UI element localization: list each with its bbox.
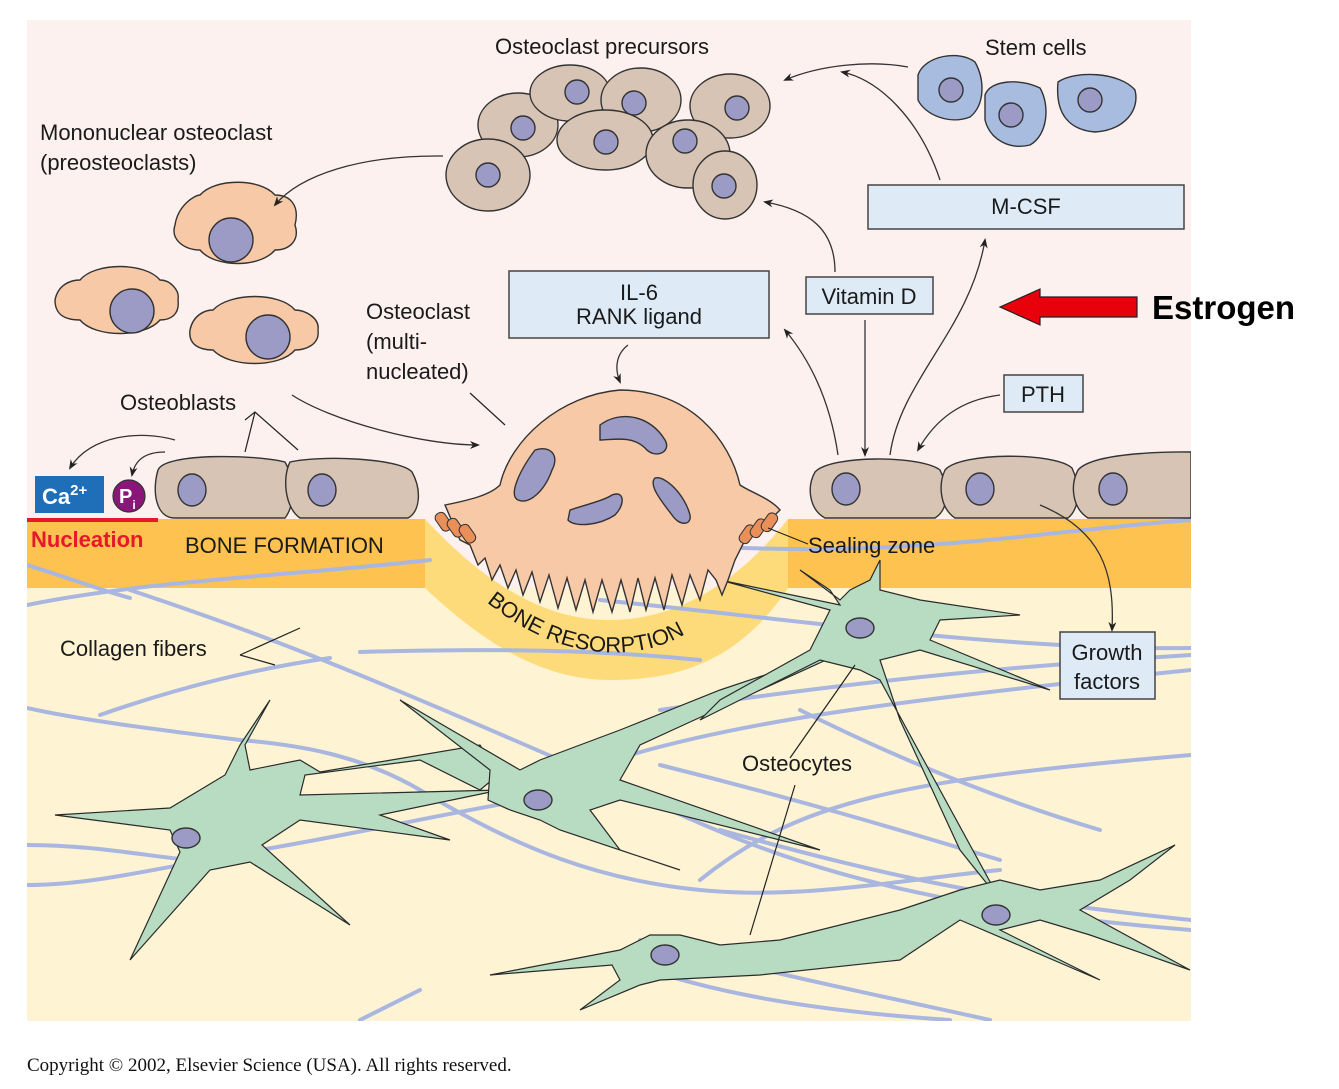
box-il6-text: IL-6 [620, 280, 658, 305]
label-preosteoclasts: (preosteoclasts) [40, 150, 197, 175]
box-pth-text: PTH [1021, 382, 1065, 407]
osteocyte-cell [489, 844, 1191, 1011]
box-growth-factors: Growth factors [1059, 631, 1156, 700]
osteocyte-cell [699, 559, 1051, 901]
estrogen-arrow-icon [998, 288, 1138, 326]
osteocyte-nucleus [523, 789, 553, 811]
leader-lines [239, 392, 856, 936]
osteocyte-nucleus [650, 944, 680, 966]
svg-text:Ca2+: Ca2+ [42, 482, 87, 509]
sealing-zone-left [434, 511, 477, 544]
box-mcsf-text: M-CSF [991, 194, 1061, 219]
box-vitamin-d: Vitamin D [805, 276, 934, 315]
osteocyte-nucleus [845, 617, 875, 639]
label-osteoclast-nucleated: nucleated) [366, 359, 469, 384]
label-osteoclast-multi: (multi- [366, 329, 427, 354]
label-stem-cells: Stem cells [985, 35, 1086, 60]
mononuclear-osteoclasts [54, 181, 319, 365]
label-osteoblasts: Osteoblasts [120, 390, 236, 415]
svg-text:Pi: Pi [119, 486, 136, 512]
box-mcsf: M-CSF [867, 184, 1185, 230]
calcium-charge: 2+ [70, 482, 87, 499]
osteocyte-network [54, 559, 1191, 1011]
osteoblasts-right [809, 451, 1191, 519]
box-pth: PTH [1003, 374, 1084, 413]
box-factors-text: factors [1074, 669, 1140, 694]
osteocyte-nucleus [171, 827, 201, 849]
bone-formation-layer [27, 519, 470, 588]
phosphate-ion-badge: Pi [112, 479, 146, 513]
stem-cells [917, 54, 1137, 147]
label-mononuclear-osteoclast: Mononuclear osteoclast [40, 120, 272, 145]
box-vitamin-d-text: Vitamin D [822, 284, 917, 309]
box-growth-text: Growth [1072, 640, 1143, 665]
pathway-arrows [68, 63, 1117, 632]
osteoblasts-left [154, 455, 419, 519]
label-osteoclast: Osteoclast [366, 299, 470, 324]
resorption-pit [425, 519, 788, 680]
label-osteocytes: Osteocytes [742, 751, 852, 776]
sealing-zone-right [738, 512, 779, 545]
phosphate-subscript: i [132, 498, 135, 512]
osteoclast-precursors [445, 64, 771, 220]
label-bone-formation: BONE FORMATION [185, 533, 384, 558]
calcium-label: Ca [42, 484, 71, 509]
label-osteoclast-precursors: Osteoclast precursors [495, 34, 709, 59]
box-rank-ligand-text: RANK ligand [576, 304, 702, 329]
osteoclast-multinucleated [434, 389, 781, 615]
calcium-ion-badge: Ca2+ [35, 476, 104, 513]
estrogen-indicator: Estrogen [998, 288, 1295, 326]
label-sealing-zone: Sealing zone [808, 533, 935, 558]
label-collagen-fibers: Collagen fibers [60, 636, 207, 661]
osteocyte-nucleus [981, 904, 1011, 926]
osteocyte-cell [399, 639, 871, 871]
copyright-notice: Copyright © 2002, Elsevier Science (USA)… [27, 1055, 512, 1076]
label-nucleation: Nucleation [31, 527, 143, 552]
osteocyte-cell [54, 699, 501, 961]
label-estrogen: Estrogen [1152, 289, 1295, 326]
nucleation-line [27, 518, 158, 522]
phosphate-label: P [119, 486, 132, 508]
box-il6-rank-ligand: IL-6 RANK ligand [508, 270, 770, 339]
